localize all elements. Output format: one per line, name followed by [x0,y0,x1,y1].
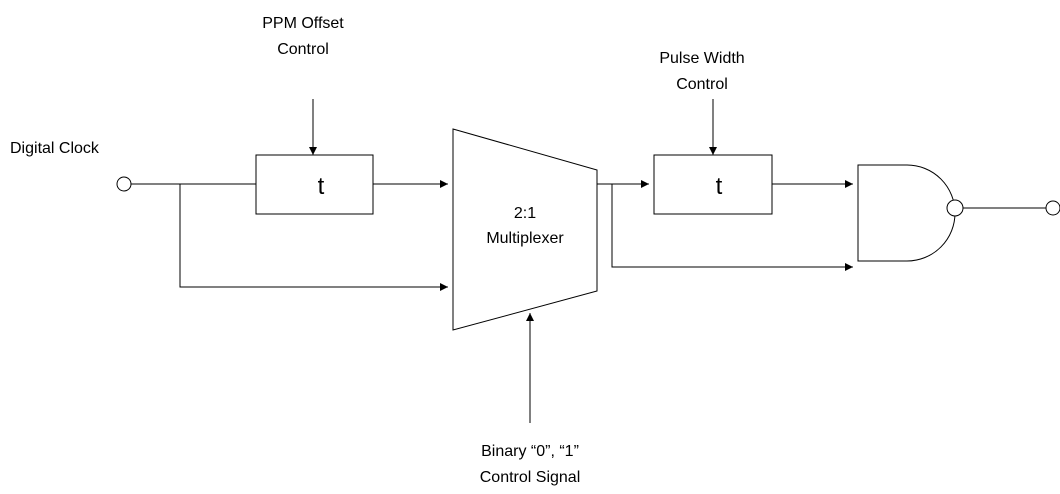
pulse-width-label-line2: Control [676,76,728,93]
bypass-wire [179,184,448,291]
mux-label-line1: 2:1 [514,205,536,222]
pulse-width-delay-block [653,154,773,215]
multiplexer-block [452,128,598,331]
pulse-width-label-line1: Pulse Width [659,50,744,67]
output-terminal [1045,200,1060,216]
ppm-offset-label-line2: Control [277,41,329,58]
mux-label-line2: Multiplexer [486,230,564,247]
ppm-delay-block [255,154,374,215]
input-terminal [116,176,132,192]
binary-control-label-line2: Control Signal [480,469,581,486]
ppm-delay-label: t [318,173,325,200]
mux-to-gate-wire [611,184,853,271]
binary-control-label-line1: Binary “0”, “1” [481,443,579,460]
input-label: Digital Clock [10,140,100,157]
pulse-width-delay-label: t [716,173,723,200]
nand-gate [857,164,956,262]
ppm-offset-label-line1: PPM Offset [262,15,344,32]
nand-bubble [946,199,964,217]
